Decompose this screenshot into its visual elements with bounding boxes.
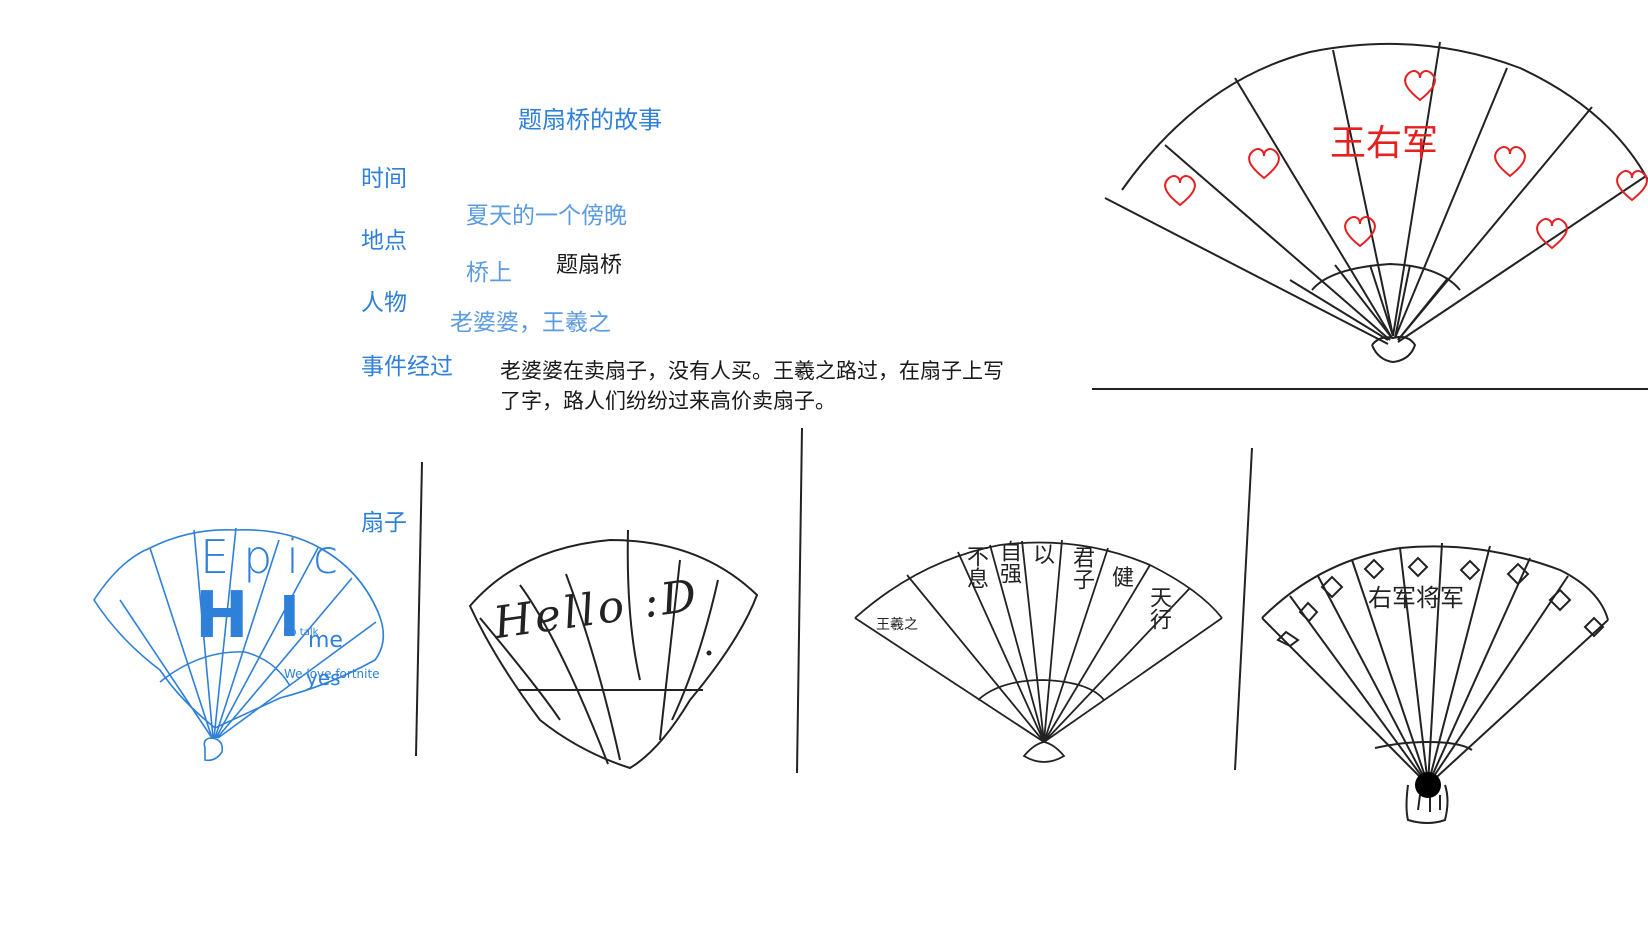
fan-motto bbox=[854, 539, 1223, 763]
fan-top-right-hearts bbox=[1164, 70, 1648, 250]
fan-motto-char-6: 天行 bbox=[1146, 586, 1171, 630]
fan-motto-char-2: 自强 bbox=[996, 540, 1021, 584]
diamond-icon bbox=[1276, 630, 1300, 648]
label-time: 时间 bbox=[361, 166, 407, 192]
fan-top-right-text: 王右军 bbox=[1330, 123, 1439, 164]
blue-fan-scribble-h: H bbox=[195, 579, 249, 653]
heart-icon bbox=[1344, 216, 1376, 248]
heart-icon bbox=[1494, 146, 1526, 178]
label-place: 地点 bbox=[361, 228, 407, 254]
fan-general-text: 右军将军 bbox=[1368, 584, 1464, 612]
value-time: 夏天的一个傍晚 bbox=[466, 203, 627, 229]
fan-motto-char-4: 君子 bbox=[1069, 546, 1094, 590]
heart-icon bbox=[1536, 218, 1568, 250]
fan-motto-char-3: 以 bbox=[1033, 543, 1056, 568]
fan-blue bbox=[93, 527, 385, 762]
heart-icon bbox=[1404, 70, 1436, 102]
diamond-icon bbox=[1583, 616, 1605, 638]
page-title: 题扇桥的故事 bbox=[518, 106, 662, 134]
blue-fan-scribble-notalk: No talk bbox=[283, 627, 319, 638]
label-people: 人物 bbox=[361, 290, 407, 316]
diamond-icon bbox=[1298, 601, 1319, 623]
diamond-icon bbox=[1459, 559, 1481, 581]
fan-general-pivot bbox=[1415, 772, 1441, 798]
value-events: 老婆婆在卖扇子，没有人买。王羲之路过，在扇子上写了字，路人们纷纷过来高价卖扇子。 bbox=[500, 359, 1004, 413]
fan-general-diamonds bbox=[1276, 556, 1605, 648]
blue-fan-scribble-fortnite: We love fortnite bbox=[284, 667, 380, 681]
blue-fan-scribble-me: me bbox=[308, 628, 343, 653]
label-fan: 扇子 bbox=[361, 510, 407, 536]
value-bridge: 题扇桥 bbox=[556, 253, 623, 278]
diamond-icon bbox=[1320, 575, 1344, 599]
fan-top-right bbox=[1104, 41, 1648, 364]
value-place: 桥上 bbox=[466, 260, 512, 286]
diamond-icon bbox=[1407, 556, 1429, 578]
label-events: 事件经过 bbox=[361, 354, 453, 380]
diamond-icon bbox=[1548, 588, 1572, 612]
blue-fan-scribble-epic: Epic bbox=[200, 530, 353, 584]
fan-motto-signature: 王羲之 bbox=[876, 617, 918, 633]
heart-icon bbox=[1248, 148, 1280, 180]
divider-vertical-3 bbox=[1234, 447, 1253, 771]
heart-icon bbox=[1616, 170, 1648, 202]
diamond-icon bbox=[1506, 562, 1530, 586]
fan-hello bbox=[468, 529, 759, 770]
blue-fan-scribble-i: I bbox=[279, 585, 300, 650]
fan-motto-char-1: 不息 bbox=[963, 545, 988, 589]
value-people: 老婆婆，王羲之 bbox=[450, 310, 611, 336]
blue-fan-scribble-yes: yes bbox=[306, 666, 341, 690]
divider-vertical-2 bbox=[796, 427, 803, 774]
divider-vertical-1 bbox=[415, 461, 423, 757]
diamond-icon bbox=[1363, 558, 1385, 580]
heart-icon bbox=[1164, 175, 1196, 207]
fan-motto-char-5: 健 bbox=[1112, 566, 1135, 591]
